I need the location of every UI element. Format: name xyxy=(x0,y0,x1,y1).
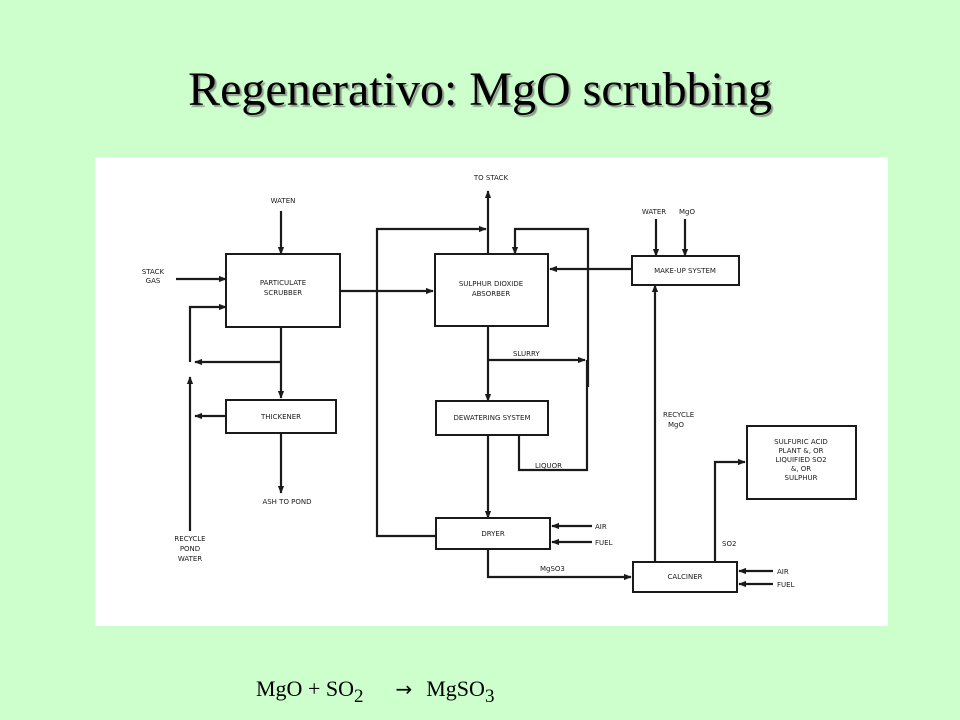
thickener-box xyxy=(225,399,337,434)
air-calciner-label: AIR xyxy=(777,568,789,576)
ash-to-pond-label: ASH TO POND xyxy=(262,498,311,506)
so2-label: SO2 xyxy=(722,540,736,548)
fuel-calciner-label: FUEL xyxy=(777,581,795,589)
slurry-label: SLURRY xyxy=(513,350,540,358)
dewatering-system-box xyxy=(435,400,549,436)
process-flow-diagram: PARTICULATE SCRUBBER SULPHUR DIOXIDE ABS… xyxy=(95,157,888,626)
reaction-arrow-icon: → xyxy=(395,677,413,701)
sulfuric-acid-box xyxy=(746,425,857,500)
particulate-scrubber-box xyxy=(225,253,341,328)
make-up-system-label: MAKE-UP SYSTEM xyxy=(654,267,716,275)
stack-gas-label-2: GAS xyxy=(146,277,161,285)
sulfuric-acid-label-4: &, OR xyxy=(791,465,811,473)
thickener-label: THICKENER xyxy=(260,413,301,421)
water-right-label: WATER xyxy=(642,208,666,216)
recycle-pond-water-label-1: RECYCLE xyxy=(174,535,205,543)
calciner-label: CALCINER xyxy=(667,573,702,581)
recycle-mgo-label-1: RECYCLE xyxy=(663,411,694,419)
to-stack-label: TO STACK xyxy=(473,174,509,182)
liquor-label: LIQUOR xyxy=(535,462,562,470)
flow-makeup-loop-top xyxy=(511,227,590,387)
air-dryer-label: AIR xyxy=(595,523,607,531)
slide-title: Regenerativo: MgO scrubbing xyxy=(188,63,772,116)
sulfuric-acid-label-5: SULPHUR xyxy=(785,474,818,482)
water-top-label: WATEN xyxy=(271,197,296,205)
make-up-system-box xyxy=(631,255,740,286)
equation-left: MgO + SO xyxy=(256,676,354,701)
reaction-equation: MgO + SO2 → MgSO3 xyxy=(256,676,494,716)
flow-dryer-return xyxy=(375,225,487,538)
dryer-label: DRYER xyxy=(481,530,505,538)
fuel-dryer-label: FUEL xyxy=(595,539,613,547)
sulfuric-acid-label-3: LIQUIFIED SO2 xyxy=(775,456,826,464)
dewatering-system-label: DEWATERING SYSTEM xyxy=(453,414,530,422)
mgo-right-label: MgO xyxy=(679,208,695,216)
calciner-box xyxy=(632,561,738,593)
particulate-scrubber-label-1: PARTICULATE xyxy=(260,279,306,287)
so2-absorber-box xyxy=(434,253,549,327)
dryer-box xyxy=(435,517,551,550)
so2-absorber-label-1: SULPHUR DIOXIDE xyxy=(459,280,523,288)
flow-recycle-pond-water-upper xyxy=(188,303,227,362)
particulate-scrubber-label-2: SCRUBBER xyxy=(264,289,302,297)
flow-dryer-to-calciner xyxy=(486,549,632,581)
recycle-mgo-label-2: MgO xyxy=(668,421,684,429)
equation-right-subscript: 3 xyxy=(484,686,495,707)
mgso3-label: MgSO3 xyxy=(540,565,565,573)
equation-right: MgSO xyxy=(426,676,485,701)
so2-absorber-label-2: ABSORBER xyxy=(472,290,511,298)
flow-so2-to-acid-plant xyxy=(713,458,746,562)
sulfuric-acid-label-1: SULFURIC ACID xyxy=(774,438,828,446)
recycle-pond-water-label-3: WATER xyxy=(178,555,202,563)
equation-left-subscript: 2 xyxy=(353,686,364,707)
recycle-pond-water-label-2: POND xyxy=(180,545,200,553)
sulfuric-acid-label-2: PLANT &, OR xyxy=(778,447,823,455)
stack-gas-label-1: STACK xyxy=(142,268,165,276)
